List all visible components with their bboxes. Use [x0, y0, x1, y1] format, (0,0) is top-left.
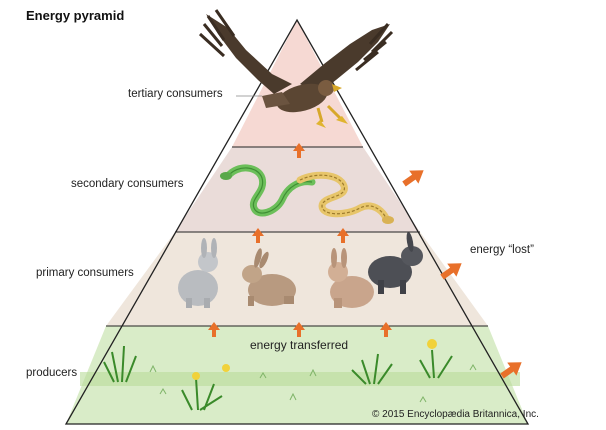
energy-lost-arrow — [402, 170, 424, 187]
green-snake-icon — [220, 164, 316, 217]
grass-tufts — [149, 364, 477, 403]
grass-clump-icon — [351, 353, 393, 385]
energy-lost-arrow — [500, 362, 522, 379]
energy-lost-label: energy “lost” — [470, 244, 534, 256]
tan-rabbit-icon — [328, 248, 374, 308]
grass-clump-icon — [103, 345, 137, 383]
up-arrow — [293, 322, 305, 337]
tertiary-band — [232, 20, 363, 147]
yellow-snake-icon — [296, 171, 394, 224]
diagram-title: Energy pyramid — [26, 8, 125, 23]
tertiary-consumers-label: tertiary consumers — [128, 88, 223, 100]
flower-plant-icon — [419, 339, 453, 379]
up-arrow — [293, 143, 305, 158]
primary-consumers-label: primary consumers — [36, 267, 134, 279]
primary-band — [106, 232, 488, 326]
gray-rabbit-icon — [178, 238, 218, 308]
eagle-icon — [198, 9, 394, 128]
up-arrow — [337, 228, 349, 243]
flower-plant-icon — [181, 364, 230, 411]
up-arrow — [380, 322, 392, 337]
up-arrow — [208, 322, 220, 337]
up-arrow — [252, 228, 264, 243]
ground-grass — [80, 372, 520, 386]
energy-transferred-label: energy transferred — [250, 338, 349, 352]
dark-rabbit-icon — [368, 232, 423, 294]
brown-rabbit-icon — [242, 248, 296, 306]
secondary-consumers-label: secondary consumers — [71, 178, 184, 190]
pyramid-outline — [64, 18, 530, 425]
producers-label: producers — [26, 367, 78, 379]
energy-lost-arrow — [440, 263, 462, 280]
copyright-notice: © 2015 Encyclopædia Britannica, Inc. — [372, 409, 539, 420]
